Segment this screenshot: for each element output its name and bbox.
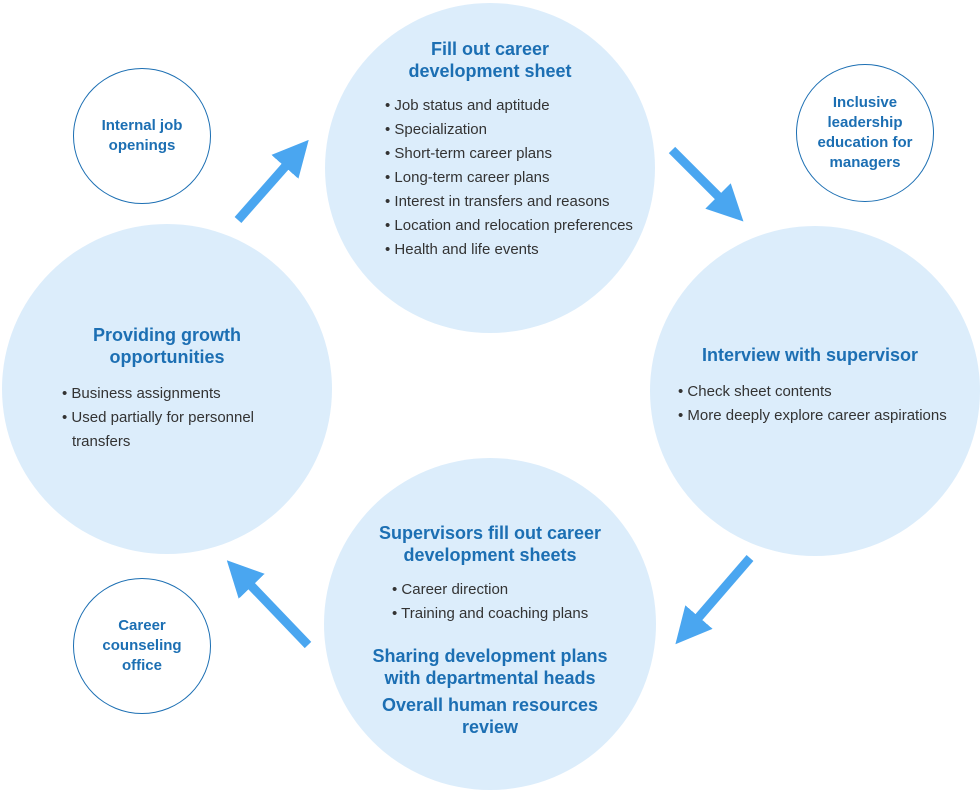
arrow-bottom-to-left	[226, 560, 312, 649]
hr-review-title: Overall human resources review	[381, 695, 599, 737]
arrow-right-to-bottom	[675, 555, 754, 645]
list-item: Job status and aptitude	[385, 94, 635, 118]
supervisors-list: Career directionTraining and coaching pl…	[392, 578, 632, 626]
interview-list: Check sheet contentsMore deeply explore …	[678, 380, 978, 428]
list-item: Used partially for personnel transfers	[62, 406, 282, 454]
supervisors-title: Supervisors fill out career development …	[378, 523, 602, 565]
list-item: More deeply explore career aspirations	[678, 404, 978, 428]
list-item: Long-term career plans	[385, 166, 635, 190]
arrow-left-to-top	[234, 139, 309, 223]
fill-sheet-list: Job status and aptitudeSpecializationSho…	[385, 94, 635, 262]
circle-growth: Providing growth opportunities Business …	[2, 224, 332, 554]
growth-title: Providing growth opportunities	[93, 325, 241, 367]
sharing-plans-title: Sharing development plans with departmen…	[372, 646, 608, 688]
inclusive-leadership-node: Inclusive leadership education for manag…	[796, 64, 934, 202]
list-item: Specialization	[385, 118, 635, 142]
circle-supervisors: Supervisors fill out career development …	[324, 458, 656, 790]
circle-interview: Interview with supervisor Check sheet co…	[650, 226, 980, 556]
list-item: Short-term career plans	[385, 142, 635, 166]
circle-fill-sheet: Fill out career development sheet Job st…	[325, 3, 655, 333]
list-item: Interest in transfers and reasons	[385, 190, 635, 214]
interview-title: Interview with supervisor	[701, 345, 919, 365]
list-item: Career direction	[392, 578, 632, 602]
list-item: Location and relocation preferences	[385, 214, 635, 238]
list-item: Health and life events	[385, 238, 635, 262]
list-item: Check sheet contents	[678, 380, 978, 404]
list-item: Business assignments	[62, 382, 282, 406]
internal-job-openings-node: Internal job openings	[73, 68, 211, 204]
list-item: Training and coaching plans	[392, 602, 632, 626]
arrow-top-to-right	[668, 146, 744, 222]
fill-sheet-title: Fill out career development sheet	[408, 39, 572, 81]
career-counseling-node: Career counseling office	[73, 578, 211, 714]
growth-list: Business assignmentsUsed partially for p…	[62, 382, 282, 454]
